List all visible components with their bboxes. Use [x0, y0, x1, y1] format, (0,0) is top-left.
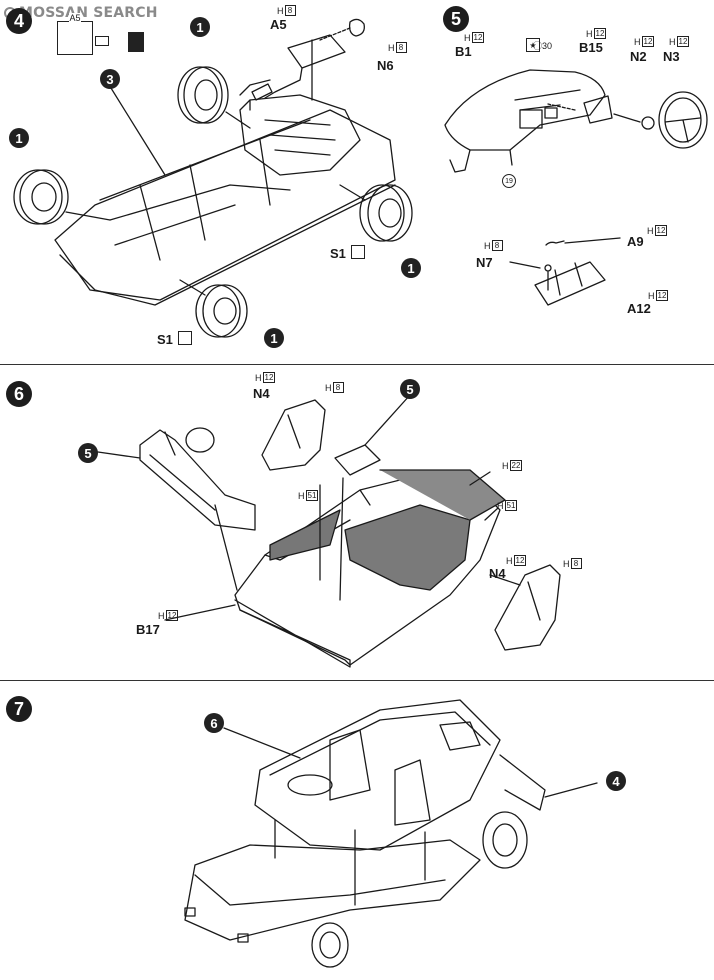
- section-divider-1: [0, 364, 714, 365]
- b1-label: B1: [455, 44, 472, 59]
- a9-sprue-letter: H: [647, 225, 654, 236]
- star-decal-icon: ★: [526, 38, 540, 52]
- s1-tool-icon-2: [178, 331, 192, 345]
- a5-sprue-letter: H: [277, 5, 284, 16]
- b17-sprue-num: 12: [165, 610, 179, 621]
- n2-sprue-num: 12: [641, 36, 655, 47]
- n2-label: N2: [630, 49, 647, 64]
- n4-top-sprue2-num: 8: [332, 382, 344, 393]
- interior-drawing: [97, 394, 561, 668]
- b17-sprue-letter: H: [158, 610, 165, 621]
- n4-right-sprue2-num: 8: [570, 558, 582, 569]
- h22-sprue-letter: H: [502, 460, 509, 471]
- n3-sprue-letter: H: [669, 36, 676, 47]
- callout-6: 6: [204, 713, 224, 733]
- callout-1-top: 1: [190, 17, 210, 37]
- n7-sprue-letter: H: [484, 240, 491, 251]
- n4-right-sprue-num: 12: [513, 555, 527, 566]
- section-divider-2: [0, 680, 714, 681]
- h51-right-sprue-num: 51: [504, 500, 518, 511]
- b15-sprue-num: 12: [593, 28, 607, 39]
- a5-label: A5: [270, 17, 287, 32]
- n4-right-sprue2-letter: H: [563, 558, 570, 569]
- a12-sprue-letter: H: [648, 290, 655, 301]
- step-7-badge: 7: [6, 696, 32, 722]
- n3-sprue-num: 12: [676, 36, 690, 47]
- assembled-drawing: [184, 699, 598, 968]
- b17-label: B17: [136, 622, 160, 637]
- n6-sprue-num: 8: [395, 42, 407, 53]
- callout-5-top: 5: [400, 379, 420, 399]
- step-4-badge: 4: [6, 8, 32, 34]
- decal-sheet-icon: A5: [57, 13, 93, 55]
- n3-label: N3: [663, 49, 680, 64]
- h51-left-sprue-letter: H: [298, 490, 305, 501]
- n4-top-sprue-num: 12: [262, 372, 276, 383]
- n6-sprue-letter: H: [388, 42, 395, 53]
- callout-3: 3: [100, 69, 120, 89]
- n2-sprue-letter: H: [634, 36, 641, 47]
- n7-label: N7: [476, 255, 493, 270]
- chassis-drawing: [13, 18, 413, 338]
- decal-19-label: 19: [502, 174, 516, 188]
- n6-label: N6: [377, 58, 394, 73]
- b15-sprue-letter: H: [586, 28, 593, 39]
- a5-sprue-num: 8: [284, 5, 296, 16]
- s1-bottom-label: S1: [157, 332, 173, 347]
- callout-5-left: 5: [78, 443, 98, 463]
- step-5-badge: 5: [443, 6, 469, 32]
- b15-label: B15: [579, 40, 603, 55]
- callout-1-bottom: 1: [264, 328, 284, 348]
- callout-1-right: 1: [401, 258, 421, 278]
- dashboard-drawing: [444, 69, 708, 306]
- paint-marker-icon: [128, 32, 144, 52]
- s1-tool-icon: [351, 245, 365, 259]
- s1-top-label: S1: [330, 246, 346, 261]
- h51-left-sprue-num: 51: [305, 490, 319, 501]
- watermark-text: MOSSAN SEARCH: [19, 5, 158, 21]
- n4-top-label: N4: [253, 386, 270, 401]
- cement-icon: [95, 36, 109, 46]
- callout-1-left: 1: [9, 128, 29, 148]
- step-6-badge: 6: [6, 381, 32, 407]
- n4-right-label: N4: [489, 566, 506, 581]
- a12-sprue-num: 12: [655, 290, 669, 301]
- decal-30-label: ⃝30: [542, 39, 552, 52]
- h22-sprue-num: 22: [509, 460, 523, 471]
- a9-sprue-num: 12: [654, 225, 668, 236]
- decal-label: A5: [69, 13, 81, 23]
- b1-sprue-letter: H: [464, 32, 471, 43]
- n4-top-sprue-letter: H: [255, 372, 262, 383]
- callout-4: 4: [606, 771, 626, 791]
- n4-right-sprue-letter: H: [506, 555, 513, 566]
- b1-sprue-num: 12: [471, 32, 485, 43]
- n4-top-sprue2-letter: H: [325, 382, 332, 393]
- a12-label: A12: [627, 301, 651, 316]
- n7-sprue-num: 8: [491, 240, 503, 251]
- h51-right-sprue-letter: H: [497, 500, 504, 511]
- decal-30-text: 30: [542, 41, 553, 51]
- a9-label: A9: [627, 234, 644, 249]
